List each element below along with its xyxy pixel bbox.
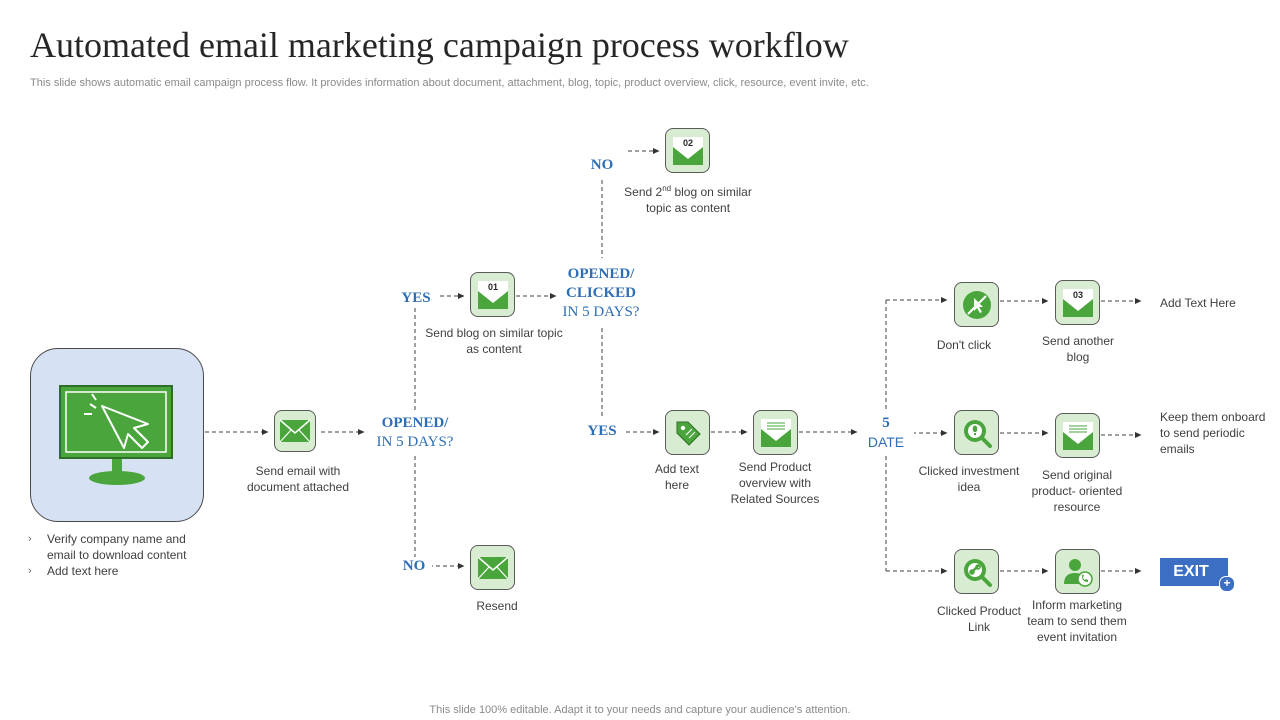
person-phone-icon <box>1063 558 1093 587</box>
blog-02-label: Send 2nd blog on similar topic as conten… <box>624 184 752 215</box>
svg-text:03: 03 <box>1072 290 1082 300</box>
add-text-label: Add text here <box>654 462 700 492</box>
inform-team-node <box>1055 549 1100 594</box>
numbered-envelope-icon: 01 <box>477 280 508 309</box>
blog-01-node: 01 <box>470 272 515 317</box>
resend-label: Resend <box>476 599 518 613</box>
product-overview-node <box>753 410 798 455</box>
start-bullets: › Verify company name and email to downl… <box>28 531 207 579</box>
decision-yes-1: YES <box>401 290 431 306</box>
envelope-icon <box>477 555 508 579</box>
decision-no-1: NO <box>396 557 432 576</box>
envelope-icon <box>1062 421 1093 450</box>
outcome-keep-onboard: Keep them onboard to send periodic email… <box>1160 410 1266 456</box>
decision-opened-clicked: OPENED/ CLICKED IN 5 DAYS? <box>562 266 640 320</box>
decision-5-date: 5 DATE <box>858 414 914 453</box>
dont-click-node <box>954 282 999 327</box>
chevron-right-icon: › <box>28 533 32 545</box>
envelope-icon <box>760 418 791 447</box>
original-resource-label: Send original product- oriented resource <box>1031 468 1123 514</box>
outcome-add-text: Add Text Here <box>1160 296 1236 310</box>
monitor-cursor-icon <box>59 385 173 485</box>
bullet-item: › Add text here <box>28 564 119 578</box>
plus-icon: + <box>1219 576 1235 592</box>
decision-no-2: NO <box>590 157 614 173</box>
chevron-right-icon: › <box>28 565 32 577</box>
decision-yes-2: YES <box>587 423 617 439</box>
page-subtitle: This slide shows automatic email campaig… <box>30 77 869 89</box>
blog-01-label: Send blog on similar topic as content <box>425 326 563 356</box>
resend-node <box>470 545 515 590</box>
tag-icon <box>676 421 701 446</box>
product-overview-label: Send Product overview with Related Sourc… <box>730 460 820 506</box>
inform-team-label: Inform marketing team to send them event… <box>1027 598 1127 644</box>
bullet-item: › Verify company name and email to downl… <box>28 532 187 562</box>
clicked-link-label: Clicked Product Link <box>936 604 1022 634</box>
link-search-icon <box>963 558 992 587</box>
idea-search-icon <box>963 419 992 448</box>
exit-button[interactable]: EXIT + <box>1160 558 1235 592</box>
numbered-envelope-icon: 02 <box>672 136 703 165</box>
blog-03-label: Send another blog <box>1041 334 1115 364</box>
clicked-investment-label: Clicked investment idea <box>918 464 1020 494</box>
send-email-label: Send email with document attached <box>246 464 350 494</box>
start-monitor-box <box>30 348 204 522</box>
clicked-link-node <box>954 549 999 594</box>
add-text-node <box>665 410 710 455</box>
svg-text:02: 02 <box>682 138 692 148</box>
page-title: Automated email marketing campaign proce… <box>30 25 849 65</box>
svg-text:01: 01 <box>487 282 497 292</box>
numbered-envelope-icon: 03 <box>1062 288 1093 317</box>
no-click-icon <box>962 290 991 319</box>
blog-03-node: 03 <box>1055 280 1100 325</box>
envelope-icon <box>279 419 311 443</box>
decision-opened-5-days: OPENED/ IN 5 DAYS? <box>376 415 454 450</box>
dont-click-label: Don't click <box>936 338 992 352</box>
send-email-node <box>274 410 316 452</box>
blog-02-node: 02 <box>665 128 710 173</box>
clicked-investment-node <box>954 410 999 455</box>
footer-note: This slide 100% editable. Adapt it to yo… <box>429 704 851 716</box>
original-resource-node <box>1055 413 1100 458</box>
